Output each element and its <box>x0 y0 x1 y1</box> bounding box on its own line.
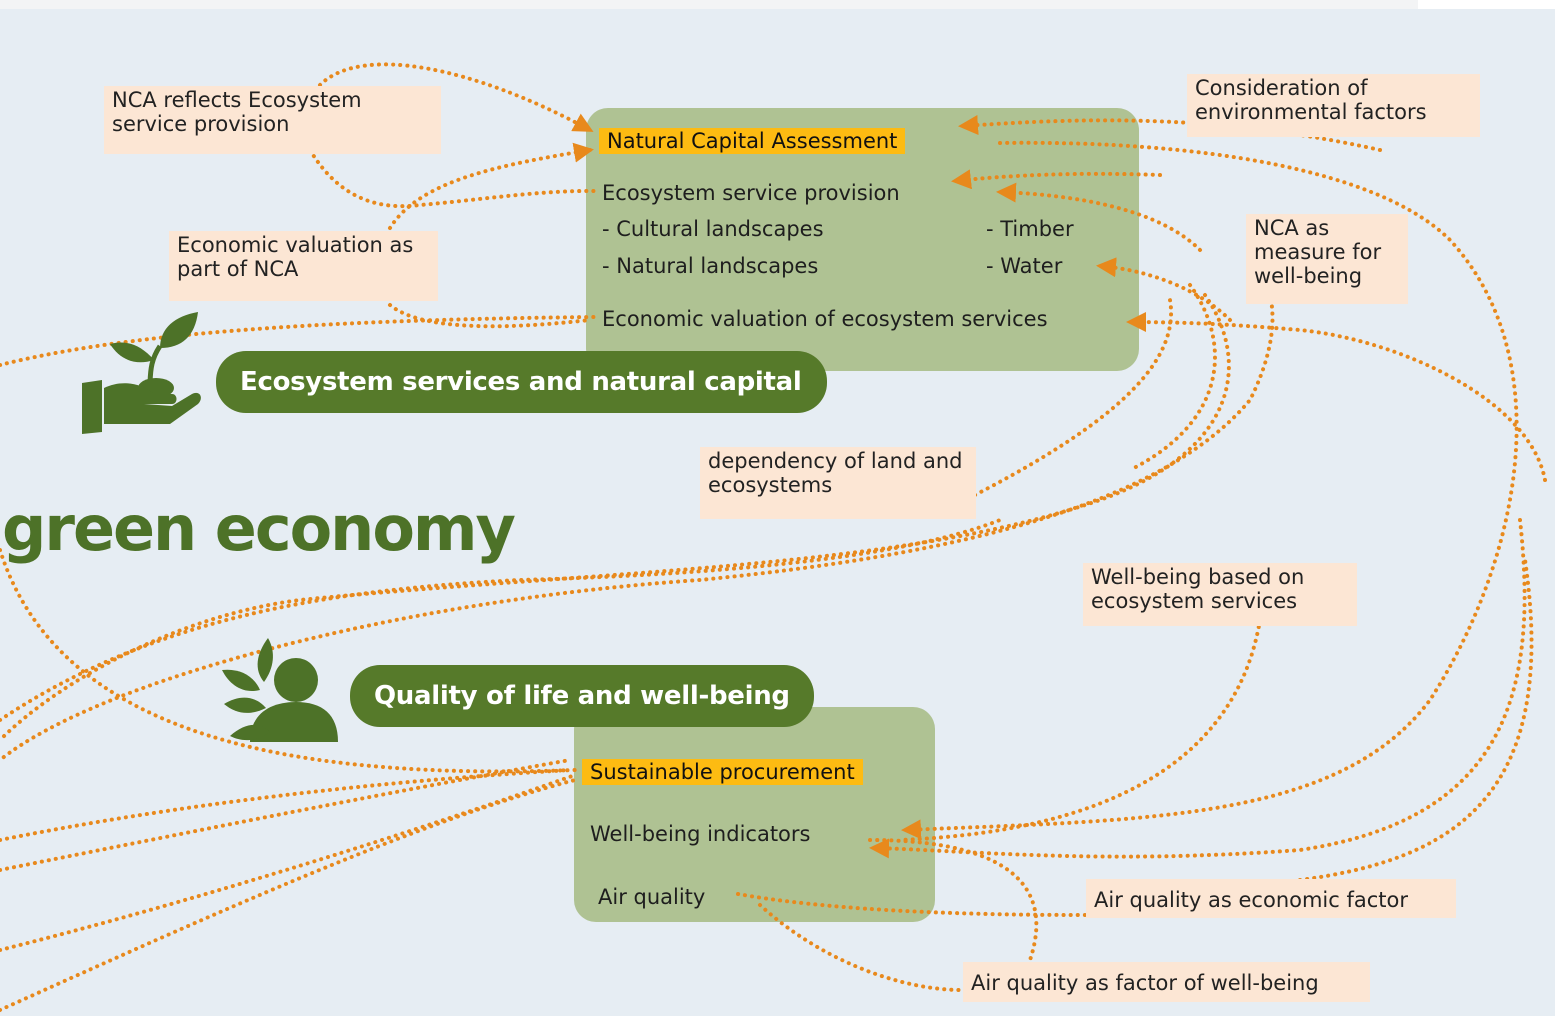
well-being-indicators-text: Well-being indicators <box>590 822 811 846</box>
note-dependency: dependency of land and ecosystems <box>700 447 976 519</box>
ecosystem-service-provision-text: Ecosystem service provision <box>602 181 900 205</box>
air-quality-text: Air quality <box>598 885 706 909</box>
top-bar-end <box>1418 0 1555 9</box>
note-wellbeing-based: Well-being based on ecosystem services <box>1083 563 1357 626</box>
procurement-heading: Sustainable procurement <box>582 759 863 785</box>
note-air-economic: Air quality as economic factor <box>1086 879 1456 918</box>
note-air-wellbeing: Air quality as factor of well-being <box>963 962 1370 1002</box>
quality-category-label: Quality of life and well-being <box>350 665 814 727</box>
top-bar <box>0 0 1418 9</box>
person-leaf-icon <box>220 636 338 742</box>
procurement-panel <box>574 707 935 922</box>
water-text: - Water <box>986 254 1063 278</box>
economic-valuation-text: Economic valuation of ecosystem services <box>602 307 1048 331</box>
note-nca-measure: NCA as measure for well-being <box>1246 214 1408 304</box>
cultural-landscapes-text: - Cultural landscapes <box>602 217 824 241</box>
note-nca-reflects: NCA reflects Ecosystem service provision <box>104 86 441 154</box>
plant-hand-icon <box>80 308 202 434</box>
natural-landscapes-text: - Natural landscapes <box>602 254 819 278</box>
note-economic-valuation: Economic valuation as part of NCA <box>169 231 438 301</box>
timber-text: - Timber <box>986 217 1074 241</box>
nca-heading: Natural Capital Assessment <box>599 128 906 154</box>
green-economy-title: green economy <box>2 492 516 565</box>
note-consideration: Consideration of environmental factors <box>1187 74 1480 137</box>
ecosystem-category-label: Ecosystem services and natural capital <box>216 351 827 413</box>
